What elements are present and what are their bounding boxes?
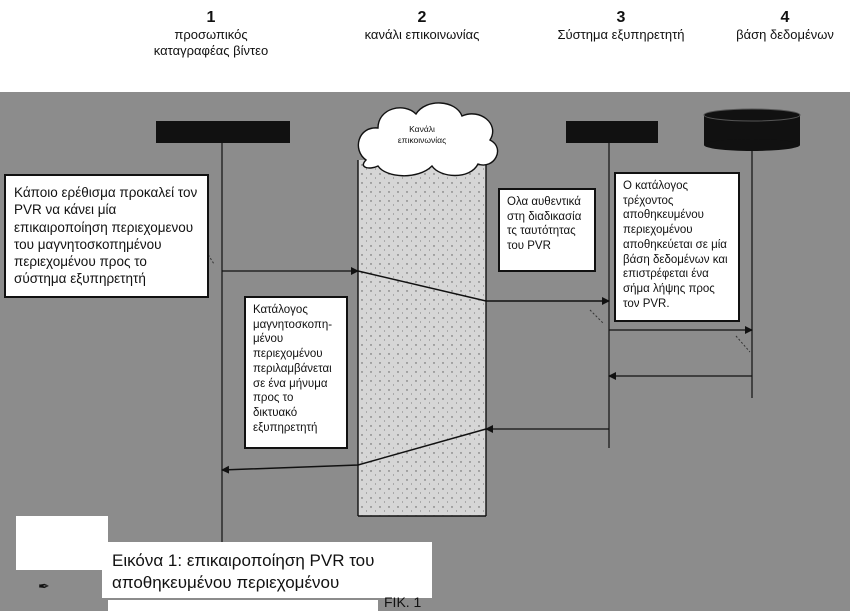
cloud-icon	[357, 102, 499, 177]
column-label: Σύστημα εξυπηρετητή	[557, 27, 685, 43]
pvr-entity-block	[156, 121, 290, 143]
server-entity-block	[566, 121, 658, 143]
message-channel-to-pvr	[221, 428, 487, 474]
figure-caption: Εικόνα 1: επικαιροποίηση PVR του αποθηκε…	[112, 551, 375, 592]
column-label: προσωπικός καταγραφέας βίντεο	[153, 27, 269, 58]
figure-label: FIK. 1	[384, 594, 422, 610]
caption-box-left	[16, 516, 108, 570]
database-icon	[703, 108, 801, 151]
pen-icon: ✒	[38, 578, 50, 594]
column-heading-server: 3 Σύστημα εξυπηρετητή	[536, 8, 706, 43]
cloud-label: Κανάλι επικοινωνίας	[397, 124, 447, 145]
header-strip	[122, 0, 850, 92]
caption-bar	[108, 600, 378, 611]
column-number: 3	[616, 9, 626, 26]
column-heading-channel: 2 κανάλι επικοινωνίας	[322, 8, 522, 43]
note-trigger: Κάποιο ερέθισμα προκαλεί τον PVR να κάνε…	[4, 174, 209, 298]
column-label: κανάλι επικοινωνίας	[364, 27, 480, 43]
column-heading-pvr: 1 προσωπικός καταγραφέας βίντεο	[136, 8, 286, 58]
note-database-store: Ο κατάλογος τρέχοντος αποθηκευμένου περι…	[614, 172, 740, 322]
note-authentication: Ολα αυθεντικά στη διαδικασία τς ταυτότητ…	[498, 188, 596, 272]
column-heading-database: 4 βάση δεδομένων	[722, 8, 848, 43]
column-label: βάση δεδομένων	[736, 27, 834, 43]
column-number: 4	[780, 9, 790, 26]
message-channel-to-server	[357, 270, 610, 305]
column-number: 1	[206, 9, 216, 26]
caption-box	[102, 542, 432, 598]
note-catalog-message: Κατάλογος μαγνητοσκοπη-μένου περιεχομένο…	[244, 296, 348, 449]
column-number: 2	[417, 9, 427, 26]
